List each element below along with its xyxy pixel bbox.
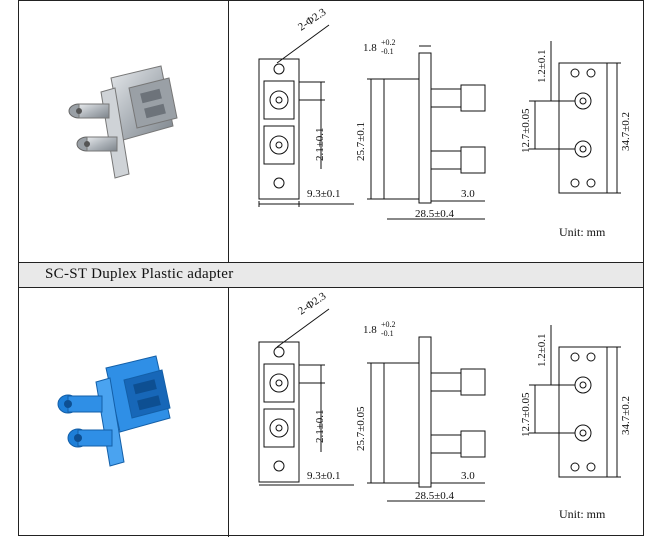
dim-flange-sub: -0.1 [381, 47, 394, 56]
spec-table: SC-ST Duplex Plastic adapter [18, 0, 644, 537]
column-divider-bottom [228, 287, 229, 537]
dim-pitch: 12.7±0.05 [520, 108, 532, 153]
dim-total: 34.7±0.2 [620, 112, 632, 151]
dim-flange: 1.8 [363, 42, 377, 54]
dim-height: 25.7±0.1 [355, 122, 367, 161]
dim-width: 9.3±0.1 [307, 188, 341, 200]
dim-flange-sup: +0.2 [381, 320, 396, 329]
dim-pitch-front: 2.1±0.1 [314, 409, 326, 443]
product-caption: SC-ST Duplex Plastic adapter [45, 266, 234, 282]
dim-length: 28.5±0.4 [415, 208, 455, 220]
dim-offset: 1.2±0.1 [536, 333, 548, 367]
dim-total: 34.7±0.2 [620, 396, 632, 435]
dim-length: 28.5±0.4 [415, 490, 455, 502]
caption-band: SC-ST Duplex Plastic adapter [19, 262, 643, 288]
dim-flange: 1.8 [363, 324, 377, 336]
dim-width: 9.3±0.1 [307, 470, 341, 482]
column-divider-top [228, 1, 229, 262]
dim-offset: 1.2±0.1 [536, 49, 548, 83]
unit-label-top: Unit: mm [559, 225, 606, 239]
unit-label-bottom: Unit: mm [559, 507, 606, 521]
dim-pitch: 12.7±0.05 [520, 392, 532, 437]
dimension-drawing-top: 2-Φ2.3 1.8 +0.2 -0.1 25.7±0.1 2.1±0.1 9.… [258, 6, 632, 220]
blue-adapter-photo [57, 355, 171, 467]
dim-tail: 3.0 [461, 188, 475, 200]
dimension-drawing-bottom: 2-Φ2.3 1.8 +0.2 -0.1 25.7±0.05 2.1±0.1 9… [258, 290, 632, 502]
metal-adapter-photo [68, 65, 178, 179]
dim-pitch-front: 2.1±0.1 [314, 127, 326, 161]
dim-flange-sup: +0.2 [381, 38, 396, 47]
dim-tail: 3.0 [461, 470, 475, 482]
dim-height: 25.7±0.05 [355, 406, 367, 451]
dim-flange-sub: -0.1 [381, 329, 394, 338]
